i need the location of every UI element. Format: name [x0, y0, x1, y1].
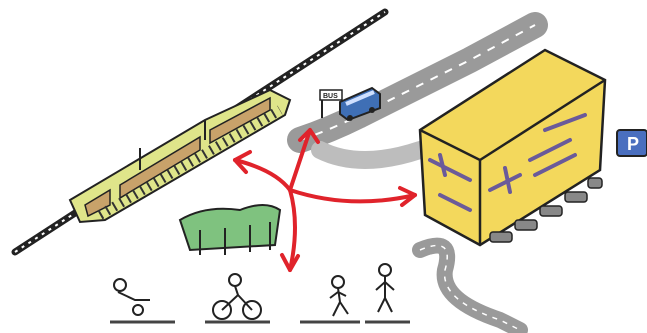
child [365, 264, 410, 322]
parking-sign-label: P [627, 134, 639, 154]
side-road [420, 246, 520, 331]
train-icon [70, 90, 290, 222]
cyclist [205, 274, 270, 322]
parking-sign: P [617, 130, 647, 156]
pedestrian [300, 276, 360, 322]
scooter-rider [110, 279, 175, 322]
bus-stop-label: BUS [323, 93, 338, 100]
tree-group [180, 205, 280, 255]
